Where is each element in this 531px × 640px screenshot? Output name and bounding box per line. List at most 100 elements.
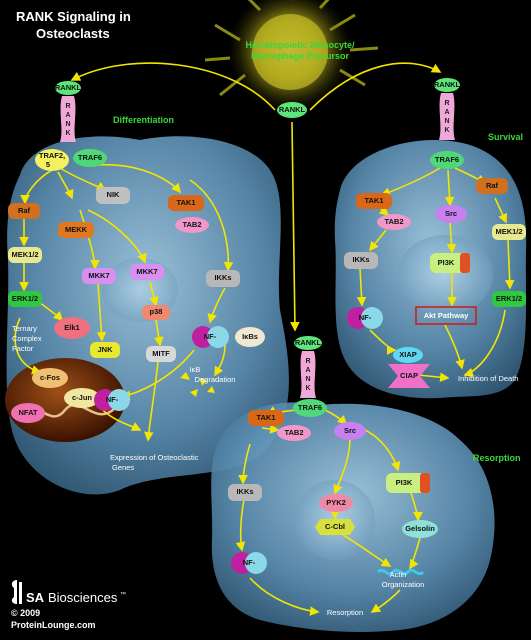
- svg-text:PYK2: PYK2: [326, 498, 346, 507]
- section-survival: Survival: [488, 132, 523, 142]
- arrow-to-diff-rankl: [70, 62, 276, 111]
- node-pyk2: PYK2: [319, 494, 353, 512]
- svg-text:TAB2: TAB2: [182, 220, 201, 229]
- expression-label-2: Genes: [112, 463, 134, 472]
- node-tab2-surv: TAB2: [377, 214, 411, 230]
- node-akt-pathway: Akt Pathway: [415, 306, 477, 325]
- svg-text:PI3K: PI3K: [438, 258, 455, 267]
- svg-text:TRAF6: TRAF6: [298, 403, 322, 412]
- svg-text:TAB2: TAB2: [284, 428, 303, 437]
- rankl-res: RANKL: [294, 336, 322, 350]
- node-raf-surv: Raf: [476, 178, 508, 194]
- precursor-label-1: Hematopoietic Monocyte/: [245, 40, 355, 50]
- section-differentiation: Differentiation: [113, 115, 174, 125]
- node-cjun: c-Jun: [64, 388, 100, 408]
- title-line-2: Osteoclasts: [36, 26, 110, 41]
- svg-text:RANKL: RANKL: [295, 338, 322, 347]
- node-nfkb-res: NF-: [231, 552, 267, 574]
- brand-tm: ™: [120, 591, 126, 598]
- svg-text:ERK1/2: ERK1/2: [12, 294, 38, 303]
- svg-text:R: R: [65, 103, 70, 110]
- node-ikbs: IκBs: [235, 327, 265, 347]
- svg-text:MEK1/2: MEK1/2: [11, 250, 38, 259]
- arrow-to-res-rankl: [290, 121, 300, 332]
- degradation-fragments: [180, 372, 215, 397]
- svg-text:TRAF6: TRAF6: [78, 153, 102, 162]
- node-tak1-res: TAK1: [248, 410, 284, 426]
- node-nik: NIK: [96, 187, 130, 204]
- svg-text:CIAP: CIAP: [400, 371, 418, 380]
- svg-text:TAB2: TAB2: [384, 217, 403, 226]
- svg-text:NFAT: NFAT: [18, 408, 37, 417]
- svg-text:NF-: NF-: [359, 313, 372, 322]
- expression-label-1: Expression of Osteoclastic: [110, 453, 199, 462]
- svg-text:TAK1: TAK1: [256, 413, 275, 422]
- svg-text:PI3K: PI3K: [396, 478, 413, 487]
- rank-receptor-surv: R A N K: [439, 93, 455, 140]
- node-cfos: c-Fos: [32, 368, 68, 388]
- svg-text:IκBs: IκBs: [242, 332, 258, 341]
- svg-text:K: K: [305, 385, 310, 392]
- svg-text:MKK7: MKK7: [136, 267, 157, 276]
- node-ikks-diff: IKKs: [206, 270, 240, 287]
- svg-text:R: R: [305, 358, 310, 365]
- node-gelsolin: Gelsolin: [402, 520, 438, 538]
- ikb-degradation-label-1: IκB: [190, 365, 201, 374]
- node-nfkb-diff: NF-: [192, 326, 229, 348]
- svg-text:TAK1: TAK1: [364, 196, 383, 205]
- sabiosciences-logo: SA Biosciences ™: [11, 580, 126, 605]
- rankl-center: RANKL: [277, 102, 307, 118]
- node-elk1: Elk1: [54, 317, 90, 339]
- node-traf6-res: TRAF6: [293, 399, 327, 417]
- inhibition-of-death-label: Inhibition of Death: [458, 374, 518, 383]
- brand-sa: SA: [26, 590, 45, 605]
- node-p38: p38: [142, 305, 170, 320]
- rank-receptor-res: R A N K: [300, 351, 316, 398]
- node-mek12-surv: MEK1/2: [492, 224, 526, 240]
- node-src-res: Src: [334, 422, 366, 440]
- node-jnk: JNK: [90, 342, 120, 358]
- rank-receptor-diff: R A N K: [60, 96, 76, 142]
- svg-text:Raf: Raf: [486, 181, 499, 190]
- node-pi3k-surv: PI3K: [430, 253, 470, 273]
- site-url: ProteinLounge.com: [11, 620, 96, 630]
- svg-text:NF-: NF-: [204, 332, 217, 341]
- svg-text:Akt Pathway: Akt Pathway: [424, 311, 469, 320]
- svg-text:ERK1/2: ERK1/2: [496, 294, 522, 303]
- node-tab2-res: TAB2: [277, 425, 311, 441]
- ikb-degradation-label-2: Degradation: [195, 375, 236, 384]
- svg-text:K: K: [65, 130, 70, 137]
- brand-biosciences: Biosciences: [48, 590, 118, 605]
- svg-text:p38: p38: [150, 307, 163, 316]
- actin-label-2: Organization: [382, 580, 425, 589]
- node-tab2-diff: TAB2: [175, 217, 209, 233]
- node-erk12-surv: ERK1/2: [492, 291, 526, 307]
- actin-label-1: Actin: [390, 570, 407, 579]
- svg-text:XIAP: XIAP: [399, 350, 417, 359]
- node-nfat: NFAT: [11, 403, 45, 423]
- svg-text:N: N: [65, 121, 70, 128]
- node-traf6-surv: TRAF6: [430, 151, 464, 169]
- node-ikks-res: IKKs: [228, 484, 262, 501]
- svg-text:NF-: NF-: [106, 395, 119, 404]
- svg-text:IKKs: IKKs: [236, 487, 253, 496]
- svg-text:c-Fos: c-Fos: [40, 373, 60, 382]
- svg-text:NF-: NF-: [243, 558, 256, 567]
- node-traf25: TRAF2, 5: [35, 149, 69, 171]
- node-ciap: CIAP: [388, 364, 430, 388]
- svg-text:JNK: JNK: [97, 345, 113, 354]
- svg-text:RANKL: RANKL: [279, 105, 306, 114]
- node-tak1-surv: TAK1: [356, 193, 392, 209]
- svg-text:N: N: [444, 118, 449, 125]
- svg-text:R: R: [444, 100, 449, 107]
- svg-text:MITF: MITF: [152, 349, 170, 358]
- node-xiap: XIAP: [393, 347, 423, 363]
- node-mkk7-b: MKK7: [130, 264, 164, 280]
- svg-text:RANKL: RANKL: [434, 80, 461, 89]
- node-pi3k-res: PI3K: [386, 473, 430, 493]
- node-erk12-diff: ERK1/2: [8, 291, 42, 307]
- actin-filament: [376, 568, 425, 576]
- section-resorption: Resorption: [473, 453, 521, 463]
- svg-text:5: 5: [46, 160, 50, 169]
